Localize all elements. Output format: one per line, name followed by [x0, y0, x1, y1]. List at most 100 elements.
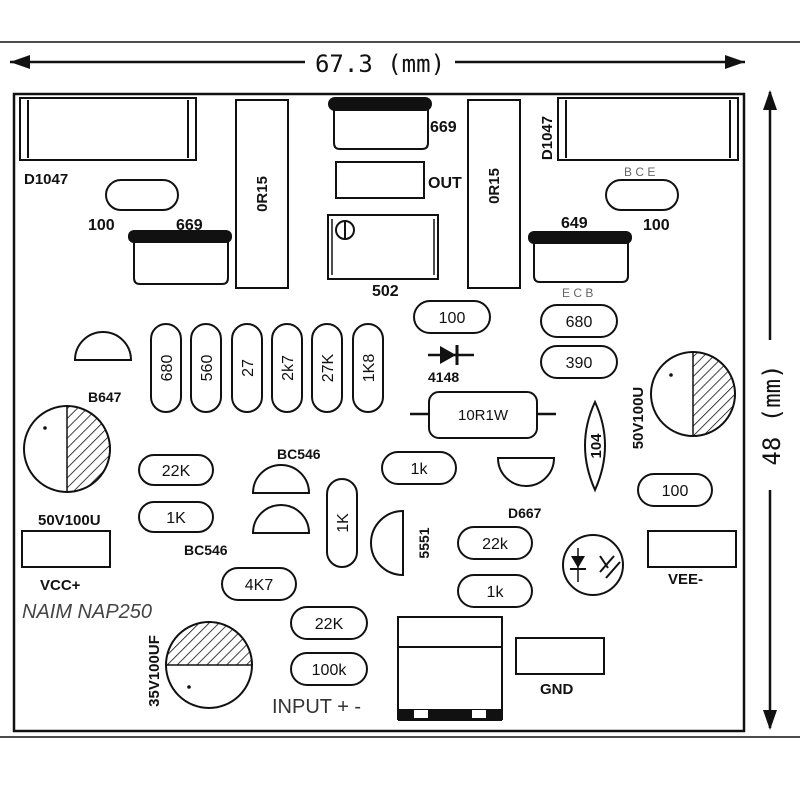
- pin-label-bce: B C E: [624, 165, 655, 179]
- led-indicator: [562, 534, 624, 596]
- gnd-label: GND: [540, 681, 574, 698]
- diode-4148: [428, 345, 474, 365]
- resistor-22k-bottom: [290, 606, 368, 640]
- trimmer-label: 502: [372, 283, 399, 300]
- resistor-1k-mid-label: 1k: [411, 461, 429, 478]
- resistor-27k: [311, 323, 343, 413]
- resistor-22k-left-label: 22K: [162, 463, 191, 480]
- capacitor-right-label: 50V100U: [630, 387, 647, 450]
- transistor-d667-label: D667: [508, 505, 542, 521]
- driver-669-top-label: 669: [430, 119, 457, 136]
- resistor-1k-left: [138, 501, 214, 533]
- pin-label-ecb: E C B: [562, 286, 593, 300]
- width-label: 67.3 (mm): [315, 50, 445, 78]
- gnd-connector: [515, 637, 605, 675]
- resistor-100-left-label: 100: [88, 217, 115, 234]
- resistor-27: [231, 323, 263, 413]
- vee-label: VEE-: [668, 571, 703, 588]
- transistor-bc546-top: [251, 464, 311, 494]
- power-resistor-label: 10R1W: [458, 407, 509, 424]
- power-resistor-10r1w: [410, 391, 556, 439]
- resistor-100-top-label: 100: [439, 310, 466, 327]
- resistor-2k7: [271, 323, 303, 413]
- resistor-390: [540, 345, 618, 379]
- power-transistor-left-label: D1047: [24, 171, 68, 188]
- vcc-label: VCC+: [40, 577, 81, 594]
- resistor-1k-right: [457, 574, 533, 608]
- capacitor-left: [23, 405, 111, 493]
- input-label: INPUT + -: [272, 696, 361, 718]
- driver-669-left: [128, 230, 232, 285]
- power-transistor-right-label: D1047: [539, 116, 556, 160]
- capacitor-right: [650, 351, 736, 437]
- resistor-0r15-left-label: 0R15: [254, 176, 271, 212]
- transistor-b647-label: B647: [88, 389, 122, 405]
- resistor-560-label: 560: [199, 355, 216, 382]
- vcc-connector: [21, 530, 111, 568]
- transistor-5551-label: 5551: [416, 527, 432, 558]
- input-terminal-block: [397, 616, 503, 721]
- resistor-0r15-right-label: 0R15: [486, 168, 503, 204]
- light-arrow-icon: [599, 555, 615, 573]
- capacitor-input: [165, 621, 253, 709]
- resistor-4k7: [221, 567, 297, 601]
- resistor-4k7-label: 4K7: [245, 577, 274, 594]
- resistor-680-vert: [150, 323, 182, 413]
- capacitor-104-label: 104: [588, 433, 605, 459]
- height-label: 48 (mm): [758, 364, 786, 465]
- resistor-22k-right: [457, 526, 533, 560]
- resistor-2k7-label: 2k7: [280, 355, 297, 381]
- resistor-27k-label: 27K: [320, 353, 337, 382]
- resistor-1k-mid: [381, 451, 457, 485]
- capacitor-input-label: 35V100UF: [146, 635, 163, 707]
- power-transistor-left: [19, 97, 197, 161]
- driver-669-left-label: 669: [176, 217, 203, 234]
- driver-669-top: [328, 97, 432, 150]
- resistor-1k8-label: 1K8: [361, 354, 378, 383]
- transistor-5551: [370, 509, 404, 577]
- resistor-27-label: 27: [240, 359, 257, 377]
- resistor-22k-right-label: 22k: [482, 536, 509, 553]
- transistor-bc546-top-label: BC546: [277, 446, 321, 462]
- resistor-100k: [290, 652, 368, 686]
- pad-left-top: [105, 179, 179, 211]
- resistor-1k-left-label: 1K: [166, 510, 186, 527]
- vee-connector: [647, 530, 737, 568]
- resistor-100-right-mid: [637, 473, 713, 507]
- driver-649-right-label: 649: [561, 215, 588, 232]
- resistor-100-right-label: 100: [643, 217, 670, 234]
- capacitor-left-label: 50V100U: [38, 512, 101, 529]
- resistor-100-right-mid-label: 100: [662, 483, 689, 500]
- diode-label: 4148: [428, 369, 459, 385]
- board-title: NAIM NAP250: [22, 601, 152, 623]
- capacitor-104: [584, 399, 606, 493]
- resistor-390-label: 390: [566, 355, 593, 372]
- resistor-680-right-label: 680: [566, 314, 593, 331]
- resistor-680-vert-label: 680: [159, 355, 176, 382]
- power-transistor-right: [557, 97, 739, 161]
- resistor-680-right: [540, 304, 618, 338]
- resistor-22k-bottom-label: 22K: [315, 616, 344, 633]
- output-connector: [335, 161, 425, 199]
- transistor-bc546-bottom: [251, 504, 311, 534]
- trimmer-502: [327, 214, 439, 280]
- resistor-1k-vertical-label: 1K: [335, 513, 352, 533]
- width-dimension: 67.3 (mm): [0, 41, 800, 78]
- resistor-22k-left: [138, 454, 214, 486]
- board-outline: [12, 92, 746, 733]
- resistor-1k-vertical: [326, 478, 358, 568]
- resistor-560: [190, 323, 222, 413]
- resistor-0r15-left: [235, 99, 289, 289]
- transistor-d667: [496, 457, 556, 487]
- resistor-100k-label: 100k: [312, 662, 348, 679]
- driver-649-right: [528, 231, 632, 283]
- transistor-bc546-bottom-label: BC546: [184, 542, 228, 558]
- resistor-100-top: [413, 300, 491, 334]
- pad-right-top: [605, 179, 679, 211]
- resistor-1k8: [352, 323, 384, 413]
- output-label: OUT: [428, 175, 462, 192]
- height-dimension: 48 (mm): [758, 90, 786, 730]
- resistor-row: 680 560 27 2k7 27K 1K8: [150, 323, 384, 413]
- resistor-0r15-right: [467, 99, 521, 289]
